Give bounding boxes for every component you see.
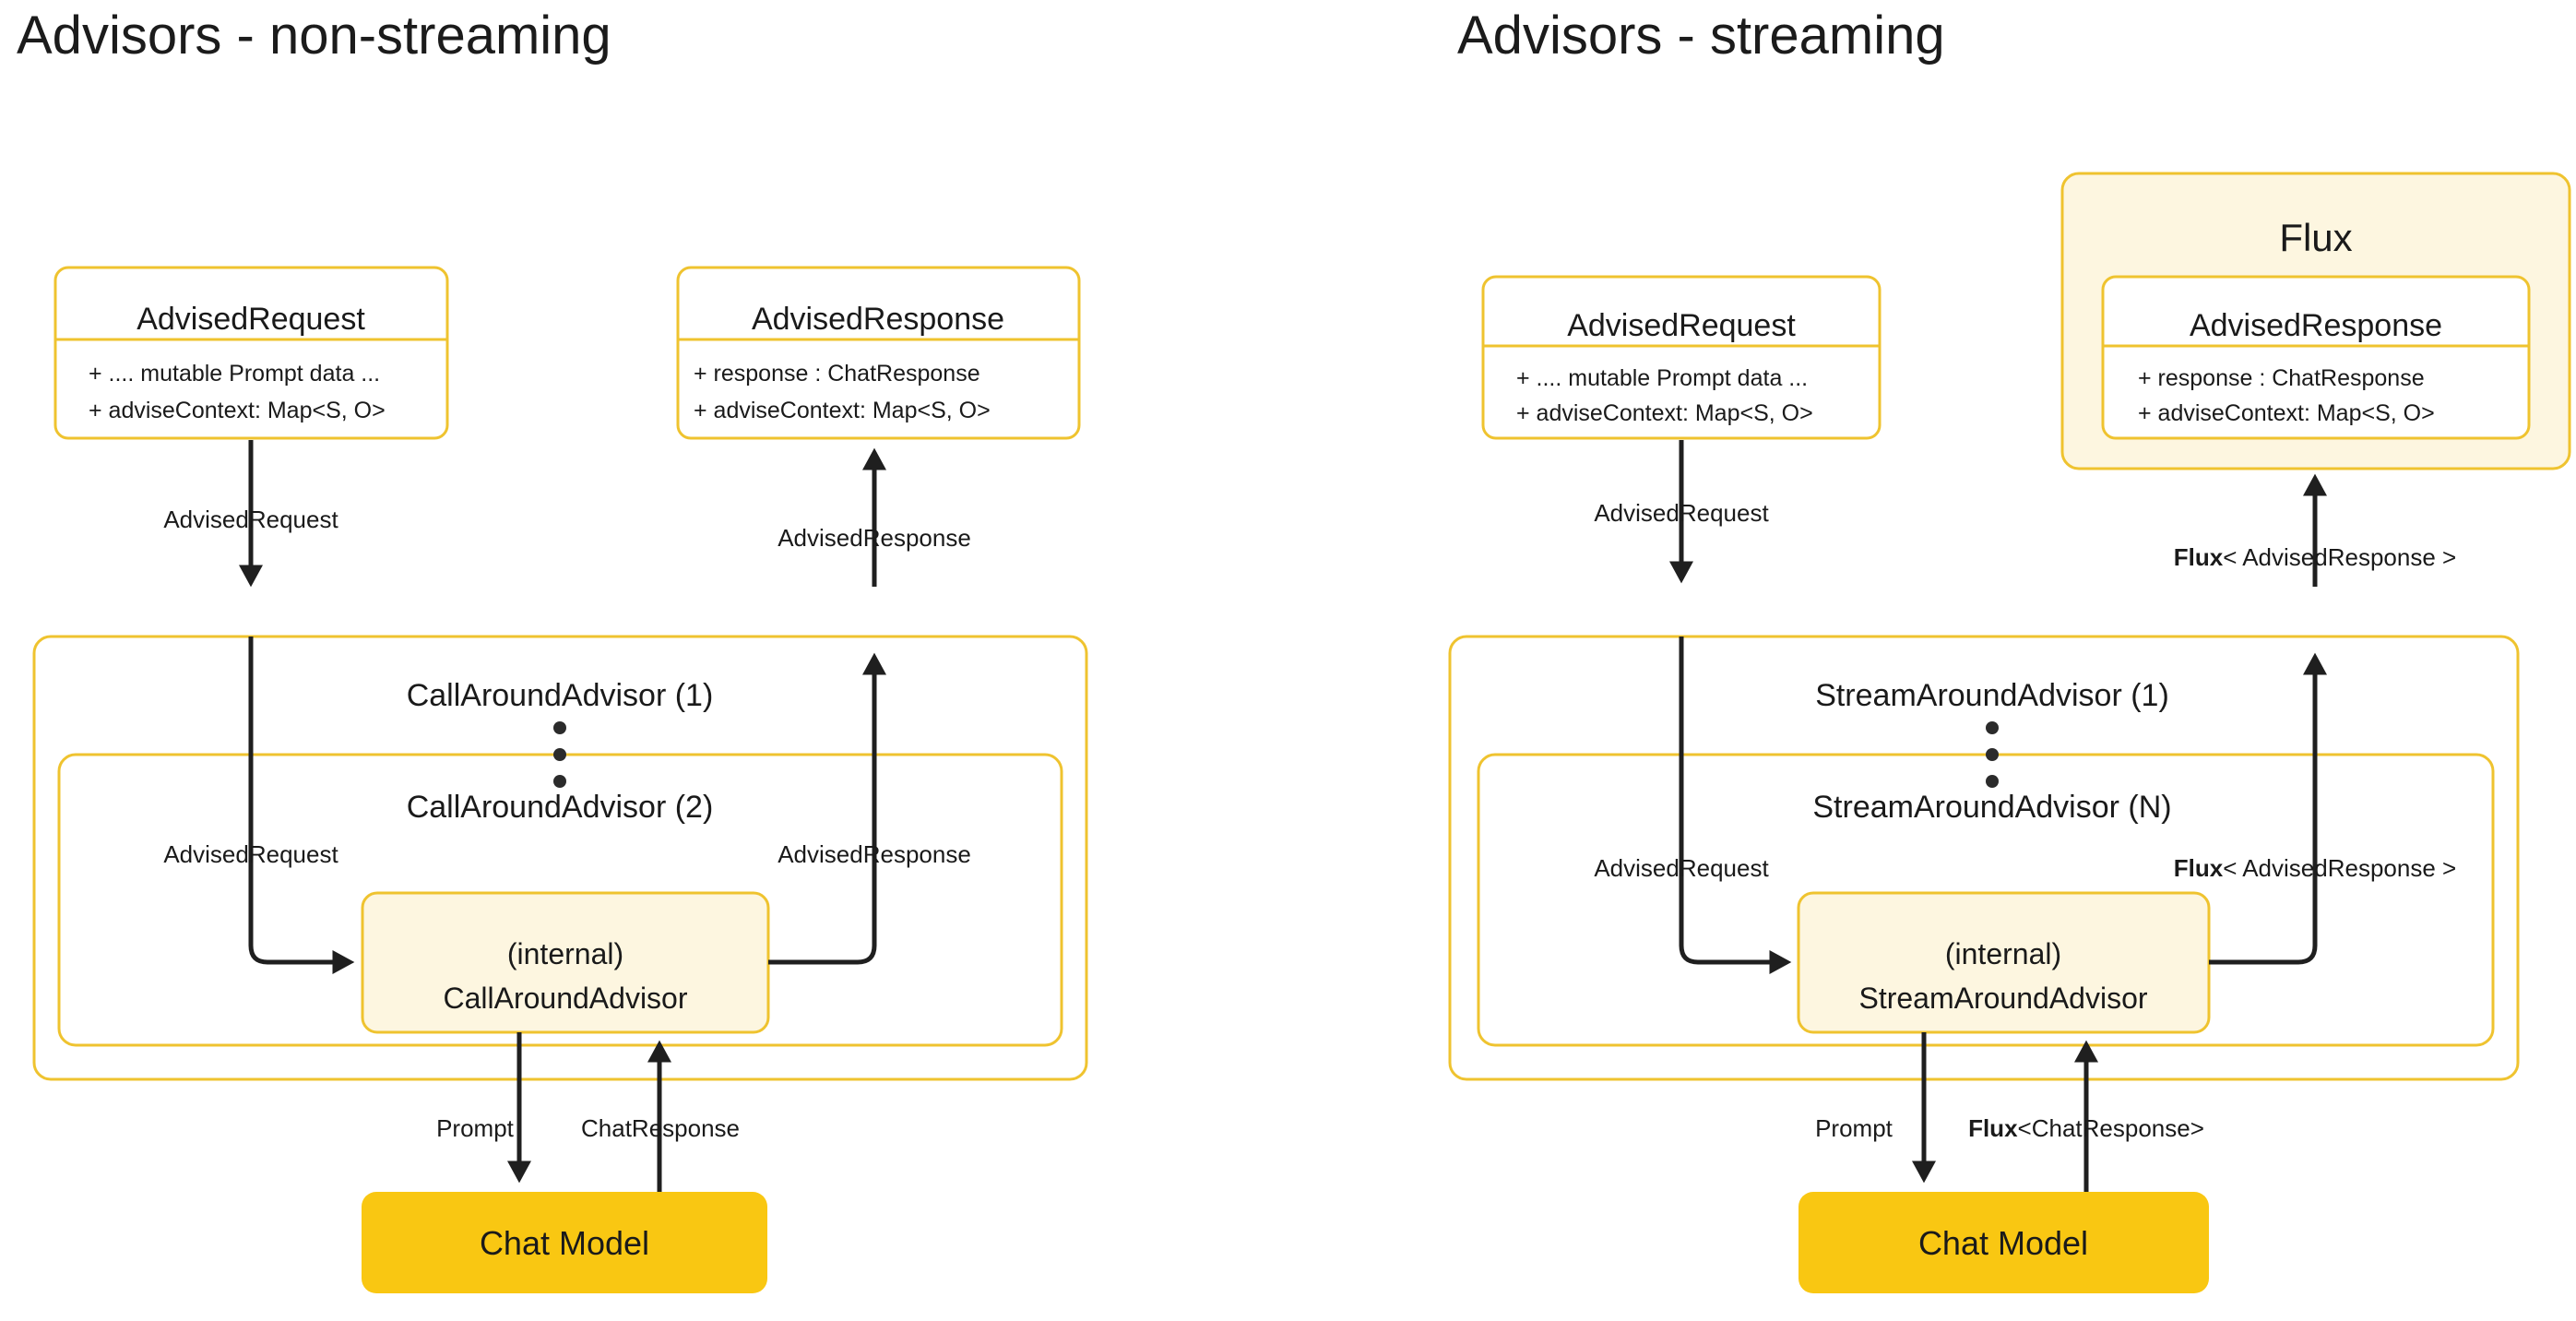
advised-response-box-left: AdvisedResponse + response : ChatRespons… <box>676 266 1081 440</box>
vertical-three-dots-icon-left <box>553 721 566 788</box>
internal-label-line2: StreamAroundAdvisor <box>1858 982 2147 1015</box>
flow-response-out-internal-left <box>768 652 886 965</box>
edge-label-inner-request-right: AdvisedRequest <box>1594 854 1769 882</box>
flux-generic: <ChatResponse> <box>2018 1114 2204 1142</box>
flux-prefix: Flux <box>2174 854 2224 882</box>
advisor-outer-label-right: StreamAroundAdvisor (1) <box>1815 678 2169 713</box>
edge-label-prompt-left: Prompt <box>436 1114 515 1142</box>
panel-streaming: Advisors - streaming AdvisedRequest + ..… <box>1448 6 2571 1293</box>
class-attr-1: + .... mutable Prompt data ... <box>89 361 380 387</box>
edge-label-inner-response-right: Flux< AdvisedResponse > <box>2174 854 2456 882</box>
chat-model-box-right: Chat Model <box>1798 1192 2209 1293</box>
edge-label-top-request-left: AdvisedRequest <box>163 506 338 533</box>
edge-label-chatresponse-left: ChatResponse <box>581 1114 740 1142</box>
class-attr-1: + response : ChatResponse <box>694 361 980 387</box>
class-title: AdvisedResponse <box>752 302 1004 337</box>
advised-request-box-left: AdvisedRequest + .... mutable Prompt dat… <box>53 266 449 440</box>
advised-request-box-right: AdvisedRequest + .... mutable Prompt dat… <box>1481 275 1882 440</box>
class-title: AdvisedResponse <box>2190 308 2442 343</box>
advisor-inner-label-left: CallAroundAdvisor (2) <box>407 790 714 825</box>
advisor-outer-label-left: CallAroundAdvisor (1) <box>407 678 714 713</box>
chat-model-label: Chat Model <box>1918 1224 2088 1262</box>
class-attr-1: + .... mutable Prompt data ... <box>1516 365 1808 391</box>
flow-response-out-internal-right <box>2209 652 2327 965</box>
edge-label-model-out-right: Flux<ChatResponse> <box>1968 1114 2204 1142</box>
edge-label-inner-response-left: AdvisedResponse <box>778 840 971 868</box>
flow-request-into-internal-left <box>248 637 355 974</box>
chat-model-label: Chat Model <box>480 1224 649 1262</box>
class-title: AdvisedRequest <box>137 302 365 337</box>
panel-title-streaming: Advisors - streaming <box>1457 6 1945 65</box>
class-attr-1: + response : ChatResponse <box>2138 365 2425 391</box>
edge-label-inner-request-left: AdvisedRequest <box>163 840 338 868</box>
flux-prefix: Flux <box>1968 1114 2018 1142</box>
internal-advisor-box-left: (internal) CallAroundAdvisor <box>361 891 770 1034</box>
class-attr-2: + adviseContext: Map<S, O> <box>2138 400 2435 426</box>
panel-non-streaming: Advisors - non-streaming AdvisedRequest … <box>17 6 1088 1293</box>
edge-label-prompt-right: Prompt <box>1815 1114 1893 1142</box>
flux-wrapper-box-right: Flux AdvisedResponse + response : ChatRe… <box>2060 172 2571 470</box>
flux-prefix: Flux <box>2174 543 2224 571</box>
internal-label-line1: (internal) <box>1945 937 2061 970</box>
edge-label-top-response-right: Flux< AdvisedResponse > <box>2174 543 2456 571</box>
chat-model-box-left: Chat Model <box>362 1192 767 1293</box>
advisor-outer-container-right <box>1448 635 2520 1081</box>
class-attr-2: + adviseContext: Map<S, O> <box>89 398 386 423</box>
class-attr-2: + adviseContext: Map<S, O> <box>694 398 991 423</box>
internal-label-line2: CallAroundAdvisor <box>443 982 687 1015</box>
edge-label-top-response-left: AdvisedResponse <box>778 524 971 552</box>
advisor-inner-label-right: StreamAroundAdvisor (N) <box>1812 790 2171 825</box>
internal-label-line1: (internal) <box>507 937 623 970</box>
flux-title: Flux <box>2279 216 2352 259</box>
advisor-outer-container-left <box>32 635 1088 1081</box>
class-attr-2: + adviseContext: Map<S, O> <box>1516 400 1813 426</box>
panel-title-non-streaming: Advisors - non-streaming <box>17 6 611 65</box>
vertical-three-dots-icon-right <box>1986 721 1999 788</box>
flow-request-into-internal-right <box>1679 637 1792 974</box>
flux-generic: < AdvisedResponse > <box>2223 543 2456 571</box>
edge-label-top-request-right: AdvisedRequest <box>1594 499 1769 527</box>
internal-advisor-box-right: (internal) StreamAroundAdvisor <box>1797 891 2211 1034</box>
class-title: AdvisedRequest <box>1567 308 1796 343</box>
flux-generic: < AdvisedResponse > <box>2223 854 2456 882</box>
